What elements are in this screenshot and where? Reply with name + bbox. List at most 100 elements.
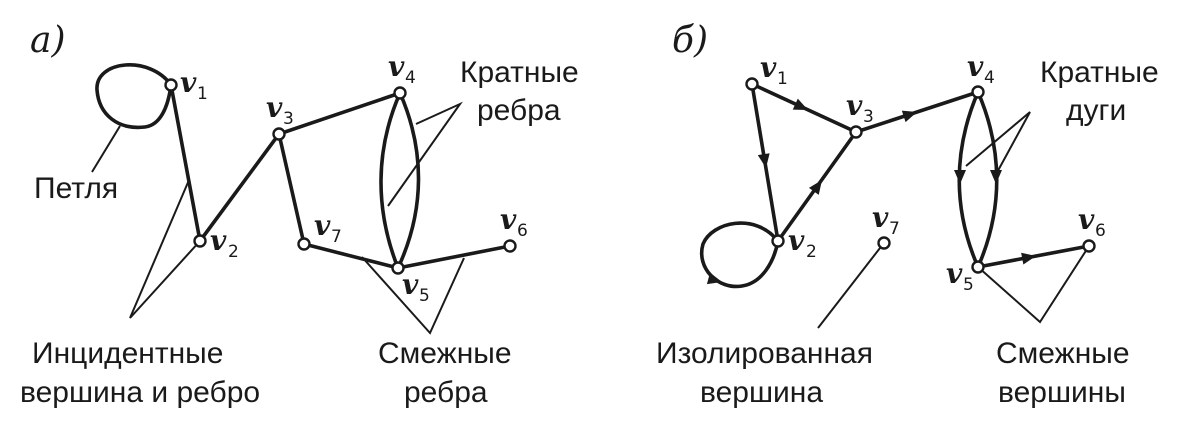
svg-text:1: 1 <box>197 84 208 104</box>
arrowhead-v1-v3 <box>792 98 808 110</box>
panel-a: а) v 1 v 2 v 3 <box>20 20 579 409</box>
svg-text:4: 4 <box>405 68 416 88</box>
multiple-arc-v4-v5-left <box>957 90 980 269</box>
vertex-label-b-v4: v 4 <box>967 50 995 88</box>
caption-incident-line2: вершина и ребро <box>20 376 260 409</box>
svg-text:v: v <box>967 50 984 83</box>
vertex-label-v4: v 4 <box>388 50 416 88</box>
caption-incident-line1: Инцидентные <box>32 337 223 370</box>
vertex-b-v6 <box>1082 239 1096 253</box>
svg-text:7: 7 <box>889 219 900 239</box>
vertex-v6 <box>503 239 517 253</box>
adjacent-vertices-pointer <box>977 245 1090 324</box>
caption-adjacent-vertices-line2: вершины <box>998 376 1126 409</box>
caption-adjacent-edges-line1: Смежные <box>378 337 512 370</box>
svg-text:1: 1 <box>777 69 788 89</box>
multiple-edge-v4-v5-left <box>379 91 402 270</box>
panel-a-label: а) <box>30 20 66 61</box>
multiple-arcs-pointer <box>965 111 1031 179</box>
vertex-v2 <box>193 234 207 248</box>
vertex-label-b-v2: v 2 <box>788 224 817 262</box>
arrowhead-v5-v6 <box>1021 252 1036 265</box>
edge-v3-v4 <box>277 91 402 136</box>
arrowhead-v1-v2 <box>757 153 770 168</box>
panel-b: б) v 1 <box>656 20 1159 409</box>
arrowhead-v3-v4 <box>901 110 917 123</box>
vertex-label-b-v7: v 7 <box>872 201 900 239</box>
caption-adjacent-edges-line2: ребра <box>404 376 488 409</box>
loop-arc-v2 <box>699 221 780 289</box>
vertex-b-v5 <box>971 260 985 274</box>
svg-text:7: 7 <box>331 227 342 247</box>
edge-v5-v6 <box>396 244 512 270</box>
edge-v1-v2 <box>169 83 202 243</box>
svg-text:v: v <box>266 91 283 124</box>
caption-isolated-line2: вершина <box>700 376 823 409</box>
edge-v7-v5 <box>302 242 400 270</box>
svg-text:2: 2 <box>228 242 239 262</box>
vertex-label-v3: v 3 <box>266 91 294 129</box>
svg-text:5: 5 <box>963 275 974 295</box>
svg-text:v: v <box>402 268 419 301</box>
vertex-v7 <box>297 237 311 251</box>
svg-text:v: v <box>760 51 777 84</box>
caption-multiple-arcs-line2: дуги <box>1066 94 1126 127</box>
panel-b-label: б) <box>672 20 708 61</box>
vertex-b-v7 <box>877 236 891 250</box>
vertex-label-b-v5: v 5 <box>946 257 974 295</box>
caption-isolated-line1: Изолированная <box>656 337 873 370</box>
arrowhead-multiple-right <box>990 170 1002 184</box>
svg-text:2: 2 <box>806 242 817 262</box>
svg-text:v: v <box>788 224 805 257</box>
vertex-v5 <box>391 261 405 275</box>
vertex-v4 <box>393 86 407 100</box>
caption-loop: Петля <box>34 172 118 205</box>
caption-multiple-arcs-line1: Кратные <box>1040 56 1159 89</box>
svg-text:v: v <box>500 203 517 236</box>
svg-text:v: v <box>210 224 227 257</box>
vertex-v3 <box>272 127 286 141</box>
svg-text:v: v <box>846 89 863 122</box>
vertex-label-v5: v 5 <box>402 268 430 306</box>
svg-text:5: 5 <box>419 286 430 306</box>
caption-adjacent-vertices-line1: Смежные <box>996 337 1130 370</box>
multiple-arc-v4-v5-right <box>976 90 999 269</box>
svg-text:3: 3 <box>283 109 294 129</box>
arrowhead-loop <box>706 272 722 285</box>
svg-text:v: v <box>1078 203 1095 236</box>
svg-text:6: 6 <box>1095 221 1106 241</box>
arrowhead-multiple-left <box>954 170 966 184</box>
svg-text:v: v <box>180 66 197 99</box>
edge-v2-v3 <box>198 132 281 243</box>
vertex-label-b-v6: v 6 <box>1078 203 1106 241</box>
caption-multiple-edges-line1: Кратные <box>460 56 579 89</box>
vertex-label-v1: v 1 <box>180 66 208 104</box>
svg-text:4: 4 <box>984 68 995 88</box>
isolated-pointer <box>817 247 881 329</box>
vertex-label-v2: v 2 <box>210 224 239 262</box>
svg-text:v: v <box>872 201 889 234</box>
vertex-label-b-v3: v 3 <box>846 89 874 127</box>
svg-text:6: 6 <box>517 221 528 241</box>
svg-text:v: v <box>946 257 963 290</box>
edge-v3-v7 <box>277 132 306 246</box>
vertex-v1 <box>164 78 178 92</box>
vertex-label-v7: v 7 <box>314 209 342 247</box>
vertex-b-v4 <box>971 85 985 99</box>
loop-edge-v1 <box>95 63 173 130</box>
vertex-b-v3 <box>849 125 863 139</box>
svg-text:v: v <box>388 50 405 83</box>
arrowhead-v2-v3 <box>808 180 822 195</box>
multiple-edges-pointer <box>387 101 463 207</box>
svg-text:3: 3 <box>863 107 874 127</box>
loop-pointer <box>91 125 121 173</box>
vertex-label-b-v1: v 1 <box>760 51 788 89</box>
caption-multiple-edges-line2: ребра <box>477 94 561 127</box>
multiple-edge-v4-v5-right <box>396 91 421 270</box>
adjacent-edges-pointer <box>361 256 465 335</box>
incident-pointer <box>129 179 201 319</box>
vertex-label-v6: v 6 <box>500 203 528 241</box>
vertex-b-v1 <box>745 77 759 91</box>
svg-text:v: v <box>314 209 331 242</box>
